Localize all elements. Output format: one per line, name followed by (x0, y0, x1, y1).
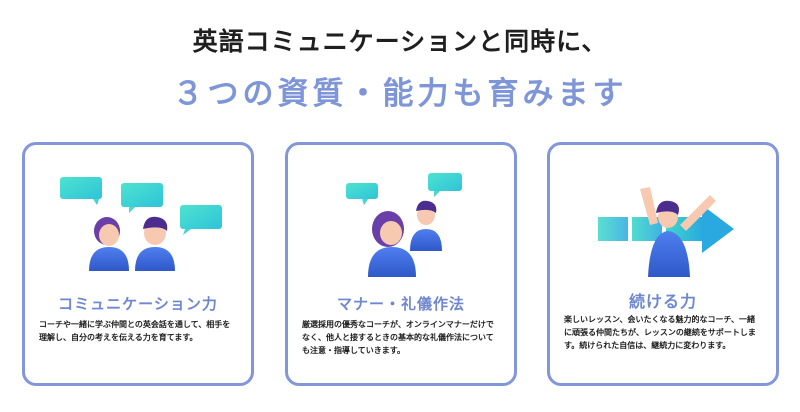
feature-card-perseverance: 続ける力 楽しいレッスン、会いたくなる魅力的なコーチ、一緒に頑張る仲間たちが、レ… (547, 142, 779, 386)
perseverance-icon (598, 187, 734, 277)
card-title: コミュニケーション力 (58, 295, 218, 313)
feature-card-manners: マナー・礼儀作法 厳選採用の優秀なコーチが、オンラインマナーだけでなく、他人と接… (285, 142, 517, 386)
feature-card-communication: コミュニケーション力 コーチや一緒に学ぶ仲間との英会話を通して、相手を理解し、自… (22, 142, 254, 386)
card-title: 続ける力 (628, 292, 697, 311)
manners-icon (346, 173, 462, 277)
card-title: マナー・礼儀作法 (336, 295, 465, 313)
page-title: 英語コミュニケーションと同時に、 (192, 27, 608, 56)
card-description: 楽しいレッスン、会いたくなる魅力的なコーチ、一緒に頑張る仲間たちが、レッスンの継… (564, 315, 756, 350)
page-subtitle: ３つの資質・能力も育みます (172, 76, 628, 112)
card-description: 厳選採用の優秀なコーチが、オンラインマナーだけでなく、他人と接するときの基本的な… (302, 320, 494, 355)
card-description: コーチや一緒に学ぶ仲間との英会話を通して、相手を理解し、自分の考えを伝える力を育… (39, 320, 231, 342)
conversation-icon (60, 177, 222, 271)
